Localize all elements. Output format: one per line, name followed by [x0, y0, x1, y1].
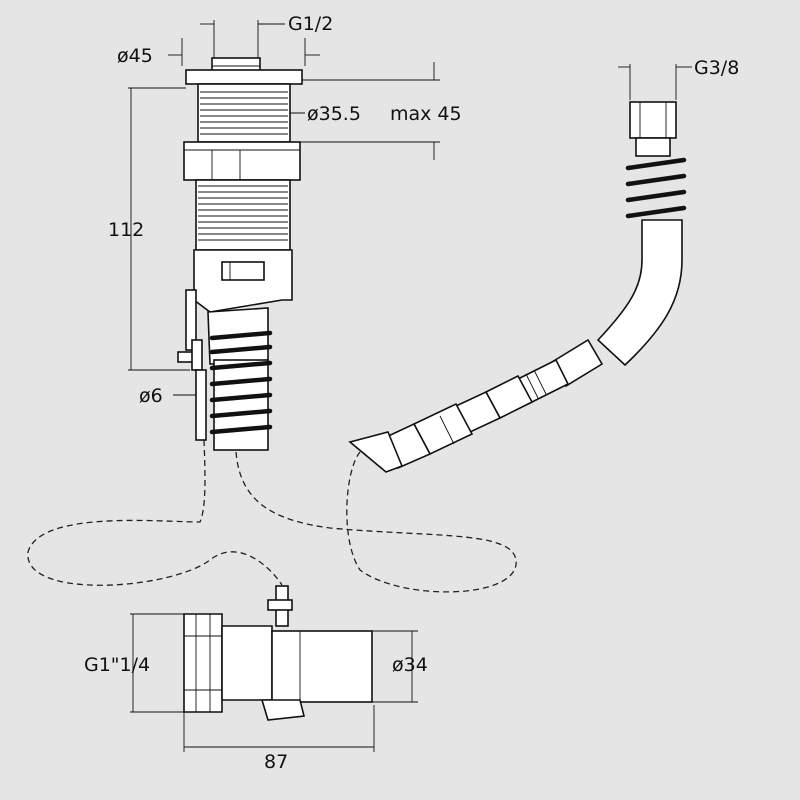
push-button-valve — [183, 57, 303, 365]
top-unit-spring — [209, 330, 273, 451]
label-g-3-8: G3/8 — [694, 57, 739, 79]
dimension-lines — [128, 20, 692, 752]
hose-assembly — [348, 101, 687, 473]
flexible-tube-dashed — [27, 439, 517, 593]
label-length-112: 112 — [108, 219, 144, 241]
label-g-1-1-4: G1"1/4 — [84, 654, 150, 676]
air-tube-connector — [177, 339, 207, 441]
label-d45: ø45 — [117, 45, 153, 67]
label-length-87: 87 — [264, 751, 288, 773]
upper-thread — [200, 91, 288, 135]
drain-assembly — [183, 585, 373, 721]
label-d34: ø34 — [392, 654, 428, 676]
label-d35-5: ø35.5 — [307, 103, 361, 125]
label-d6: ø6 — [139, 385, 163, 407]
lower-thread — [198, 185, 288, 241]
label-g-half: G1/2 — [288, 13, 333, 35]
label-max45: max 45 — [390, 103, 462, 125]
